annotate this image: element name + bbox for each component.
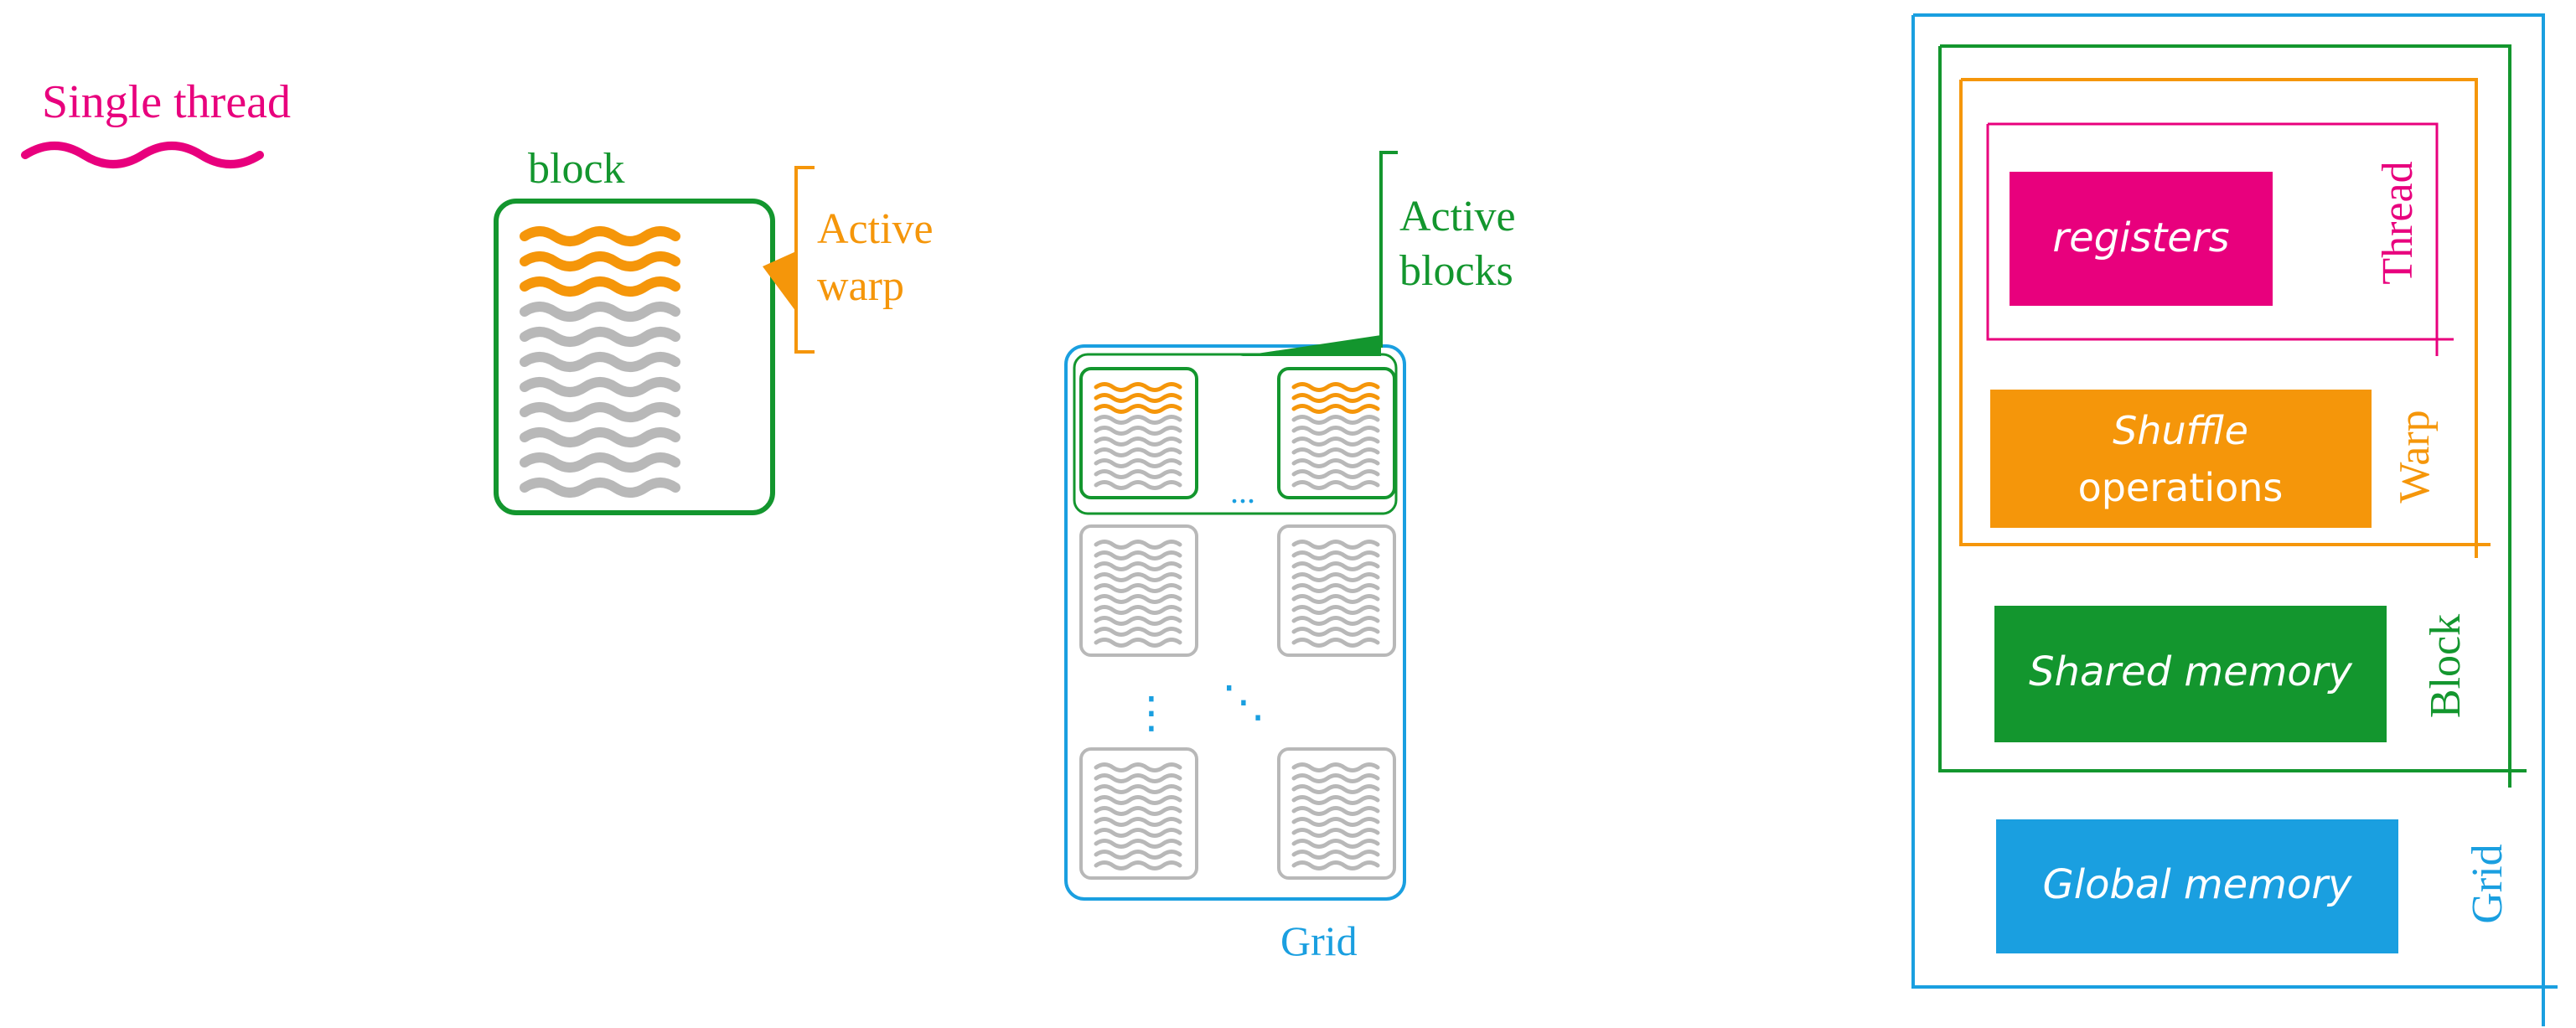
idle-thread-wave <box>525 483 675 493</box>
block-label: block <box>528 145 625 193</box>
active-warp-label-line1: Active <box>817 205 934 253</box>
shared-memory-label: Shared memory <box>2029 648 2352 695</box>
grid-block-idle <box>1277 524 1396 657</box>
shared-memory-box: Shared memory <box>1994 606 2387 742</box>
idle-thread-wave <box>525 357 675 367</box>
block-illustration: block Active warp <box>494 145 934 515</box>
shuffle-operations-box: Shuffle operations <box>1990 390 2372 528</box>
registers-box: registers <box>2010 172 2273 306</box>
grid-illustration: Active blocks <box>1064 151 1516 964</box>
grid-block-idle <box>1079 524 1198 657</box>
global-memory-box: Global memory <box>1996 819 2398 953</box>
single-thread-label: Single thread <box>42 76 291 128</box>
block-scope-outline <box>1938 44 2527 788</box>
active-thread-wave <box>525 282 675 292</box>
active-blocks-label-line1: Active <box>1399 193 1516 240</box>
active-blocks-pointer <box>1240 335 1381 356</box>
idle-thread-wave <box>525 307 675 317</box>
horizontal-ellipsis: ... <box>1230 473 1255 510</box>
diagonal-ellipsis: ⋱ <box>1222 677 1265 727</box>
warp-scope-label: Warp <box>2391 410 2439 503</box>
block-scope-label: Block <box>2422 614 2470 718</box>
block-outline <box>494 199 775 515</box>
grid-block-active <box>1277 367 1396 499</box>
shuffle-label-line2: operations <box>2078 465 2284 510</box>
shuffle-label-line1: Shuffle <box>2113 408 2248 453</box>
grid-label: Grid <box>1280 917 1358 964</box>
active-warp-bracket <box>794 166 815 354</box>
grid-block-idle <box>1079 747 1198 880</box>
idle-thread-wave <box>525 382 675 392</box>
registers-label: registers <box>2052 214 2229 261</box>
active-warp-pointer <box>763 251 796 312</box>
active-blocks-label-line2: blocks <box>1399 247 1513 295</box>
idle-thread-wave <box>525 407 675 417</box>
active-warp-label-line2: warp <box>817 262 904 310</box>
idle-thread-wave <box>525 457 675 468</box>
grid-scope-outline <box>1911 13 2558 1026</box>
vertical-ellipsis: ⋮ <box>1130 688 1173 738</box>
grid-outline <box>1064 344 1406 901</box>
thread-scope-label: Thread <box>2374 161 2422 284</box>
grid-scope-label: Grid <box>2464 844 2511 923</box>
thread-scope-outline <box>1986 122 2454 356</box>
warp-scope-outline <box>1959 78 2491 558</box>
idle-thread-wave <box>525 332 675 342</box>
active-blocks-bracket <box>1379 151 1398 348</box>
grid-block-idle <box>1277 747 1396 880</box>
memory-hierarchy: Thread Warp Block Grid registers Shuffle… <box>1911 13 2558 1026</box>
active-thread-wave <box>525 231 675 241</box>
global-memory-label: Global memory <box>2043 861 2353 908</box>
idle-thread-wave <box>525 432 675 442</box>
single-thread-legend: Single thread <box>21 76 291 168</box>
single-thread-wave-icon <box>21 142 264 168</box>
grid-block-active <box>1079 367 1198 499</box>
active-thread-wave <box>525 256 675 266</box>
block-thread-waves <box>525 231 675 493</box>
